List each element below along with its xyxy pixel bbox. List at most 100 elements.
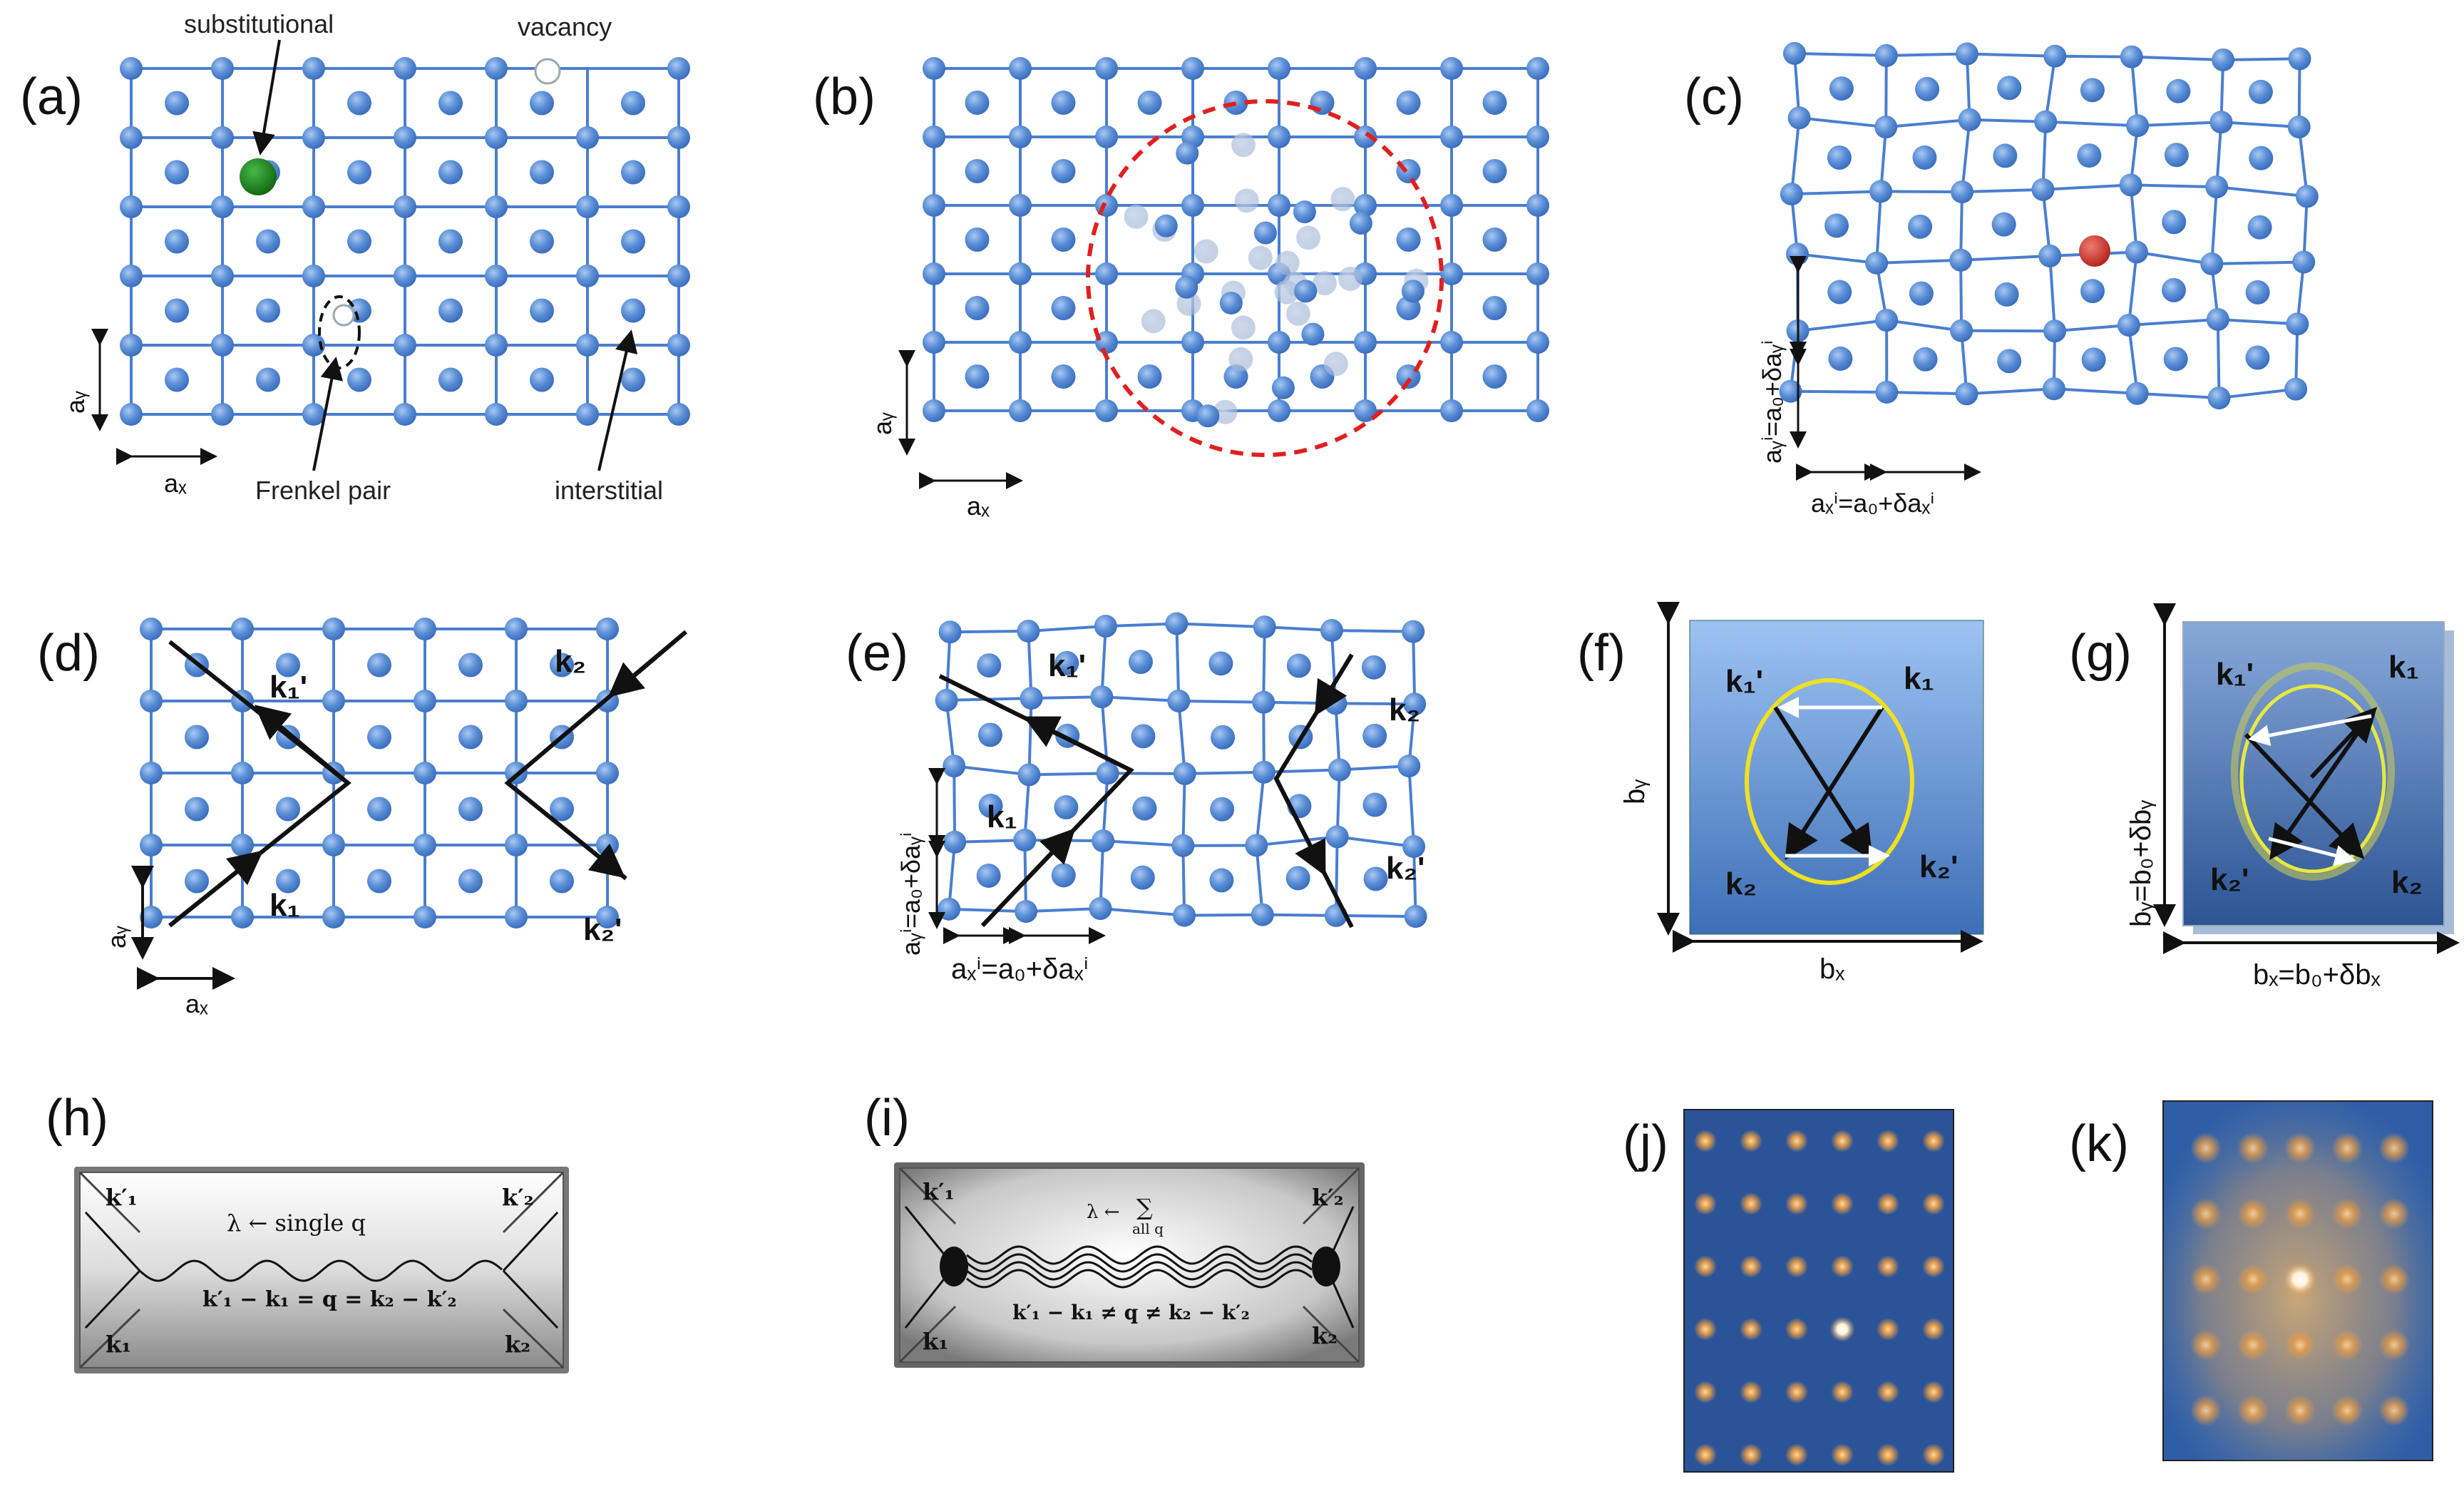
a-ax-label: aₓ — [164, 469, 187, 498]
lattice-atom — [1354, 331, 1377, 354]
panel-j-diffraction — [1683, 1109, 1954, 1473]
lattice-atom — [2034, 110, 2058, 133]
basis-atom — [2166, 78, 2191, 103]
lattice-atom — [1526, 126, 1549, 148]
basis-atom — [621, 298, 645, 323]
lattice-atom — [596, 834, 619, 856]
panel-label-e: (e) — [846, 625, 908, 682]
displaced-atom — [1219, 292, 1243, 315]
lattice-atom — [576, 403, 599, 426]
vertex-left — [940, 1247, 968, 1286]
diffuse-spot — [2283, 1262, 2317, 1296]
panel-c-annotations: aᵧⁱ=a₀+δaᵧⁱ aₓⁱ=a₀+δaₓⁱ — [1757, 235, 2110, 518]
lattice-atom — [1020, 687, 1043, 710]
panel-b-annotations: aᵧ aₓ — [868, 99, 1444, 521]
basis-atom — [367, 869, 391, 894]
diffuse-spot — [2284, 1132, 2316, 1164]
fermi-surface-strained — [2239, 684, 2386, 874]
basis-atom — [2164, 143, 2189, 168]
d-k2-prime-label: k₂ʹ — [583, 912, 622, 947]
lattice-atom — [1874, 44, 1898, 67]
basis-atom — [1482, 296, 1507, 320]
lattice-atom — [302, 126, 325, 149]
lattice-atom — [1181, 331, 1204, 354]
lattice-atom — [596, 762, 619, 784]
fermi-surface — [1745, 678, 1914, 885]
lattice-atom — [1096, 762, 1119, 785]
h-k1-prime-label: k′₁ — [106, 1184, 138, 1211]
f-k1-label: k₁ — [1904, 661, 1934, 696]
basis-atom — [1482, 227, 1507, 252]
lattice-atom — [2125, 382, 2149, 405]
lattice-a — [120, 57, 690, 426]
lattice-atom — [2120, 45, 2143, 68]
bragg-spot — [1740, 1318, 1762, 1341]
ghost-atom — [1275, 250, 1300, 275]
basis-atom — [1362, 792, 1387, 817]
lattice-atom — [1009, 262, 1032, 285]
lattice-atom — [1328, 758, 1351, 782]
basis-atom — [438, 298, 463, 323]
i-k1-prime-label: k′₁ — [923, 1178, 955, 1205]
bragg-spot — [1694, 1255, 1717, 1278]
basis-atom — [1128, 650, 1153, 675]
bragg-spot — [1831, 1130, 1854, 1152]
basis-atom — [1051, 159, 1076, 183]
displaced-atom — [1294, 280, 1318, 303]
lattice-atom — [211, 57, 234, 80]
basis-atom — [1915, 76, 1940, 101]
e-k2-prime-label: k₂ʹ — [1386, 851, 1424, 886]
phonon-lines — [966, 1245, 1313, 1289]
basis-atom — [1361, 655, 1386, 680]
lattice-atom — [2205, 175, 2229, 199]
lattice-atom — [943, 754, 966, 778]
bragg-spot — [1831, 1443, 1854, 1466]
lattice-atom — [923, 399, 945, 422]
lattice-atom — [923, 126, 945, 148]
diffuse-spot — [2190, 1132, 2222, 1164]
lattice-atom — [1354, 399, 1377, 422]
basis-atom — [1285, 866, 1310, 891]
basis-atom — [621, 229, 645, 254]
basis-atom — [1828, 346, 1853, 371]
basis-atom — [185, 797, 209, 822]
basis-atom — [2081, 347, 2106, 372]
ghost-atom — [1285, 301, 1310, 326]
lattice-atom — [120, 195, 143, 218]
b-ax-label: aₓ — [967, 491, 990, 521]
lattice-atom — [667, 265, 690, 287]
d-ax-label: aₓ — [185, 989, 208, 1018]
basis-atom — [1051, 227, 1076, 252]
lattice-atom — [2209, 111, 2233, 134]
lattice-atom — [1095, 126, 1118, 148]
basis-atom — [256, 229, 280, 254]
lattice-atom — [485, 195, 508, 218]
panel-label-c: (c) — [1684, 68, 1744, 126]
diffuse-spot — [2237, 1198, 2269, 1229]
lattice-atom — [1173, 904, 1196, 927]
ghost-atom — [1338, 266, 1362, 291]
basis-atom — [458, 869, 483, 894]
ghost-atom — [1234, 188, 1259, 213]
diffuse-spot — [2237, 1329, 2269, 1361]
bragg-spot — [1831, 1381, 1854, 1403]
basis-atom — [458, 797, 483, 822]
basis-atom — [1482, 159, 1507, 183]
lattice-atom — [2031, 178, 2055, 201]
lattice-atom — [211, 403, 234, 426]
lattice-atom — [667, 403, 690, 426]
lattice-atom — [302, 265, 325, 287]
lattice-atom — [943, 830, 967, 854]
lattice-atom — [1009, 399, 1032, 422]
lattice-atom — [2295, 185, 2319, 208]
lattice-atom — [1955, 382, 1978, 406]
bragg-spot — [1694, 1192, 1717, 1215]
d-ay-label: aᵧ — [102, 926, 131, 948]
lattice-atom — [1092, 829, 1115, 853]
lattice-atom — [485, 334, 508, 357]
panel-h-box: k′₁ k′₂ k₁ k₂ λ ← single q k′₁ − k₁ = q … — [74, 1167, 569, 1373]
bragg-spot — [1922, 1443, 1945, 1466]
basis-atom — [1137, 364, 1162, 389]
lattice-atom — [120, 126, 143, 149]
bragg-spot — [1785, 1381, 1808, 1403]
